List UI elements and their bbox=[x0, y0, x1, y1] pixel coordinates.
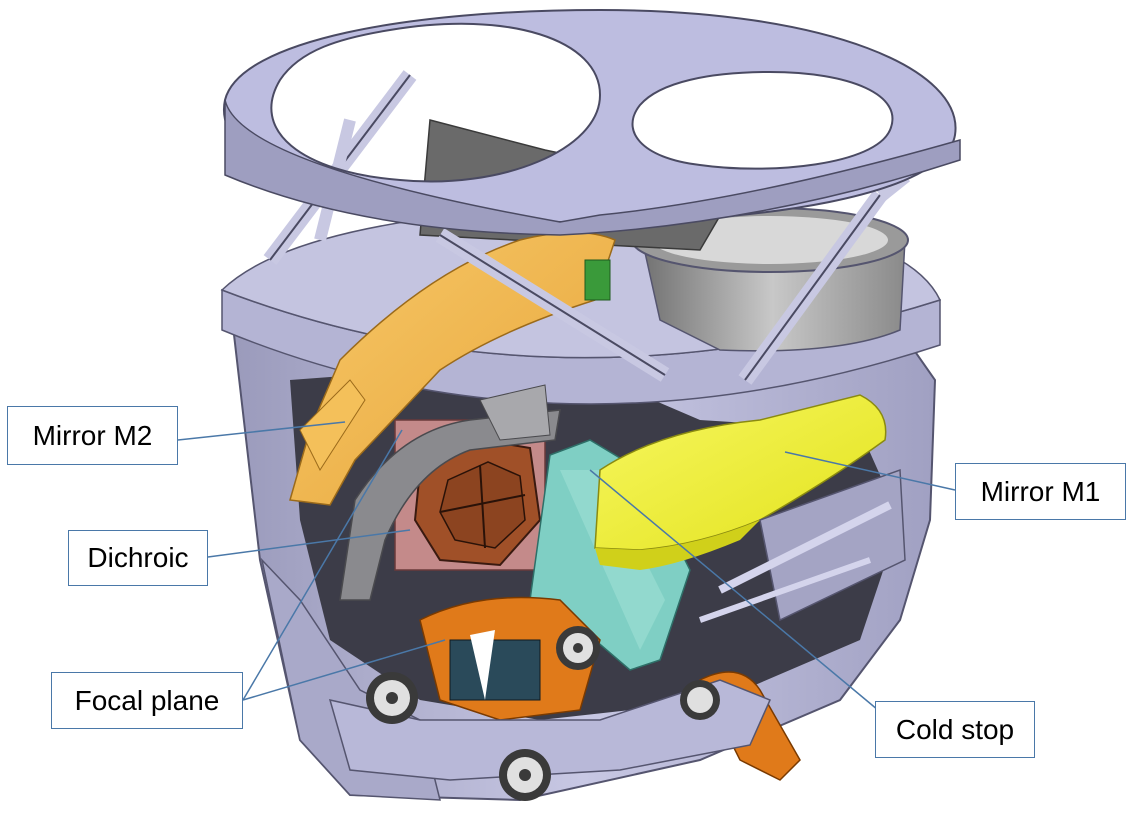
label-mirror-m2: Mirror M2 bbox=[7, 406, 178, 465]
right-mechanism bbox=[699, 468, 906, 623]
label-mirror-m1: Mirror M1 bbox=[955, 463, 1126, 520]
mirror-m1-shape bbox=[594, 394, 887, 551]
base-plate bbox=[328, 679, 772, 781]
dichroic-mount bbox=[339, 409, 561, 601]
leader-mirror-m2 bbox=[177, 421, 346, 441]
top-ring bbox=[222, 8, 961, 236]
struts bbox=[263, 70, 910, 385]
wheels bbox=[366, 626, 720, 801]
leader-mirror-m1 bbox=[784, 451, 956, 491]
label-cold-stop: Cold stop bbox=[875, 701, 1035, 758]
label-focal-plane: Focal plane bbox=[51, 672, 243, 729]
label-dichroic: Dichroic bbox=[68, 530, 208, 586]
leader-focal-plane-1 bbox=[242, 639, 446, 701]
leader-lines bbox=[177, 421, 956, 711]
leader-dichroic bbox=[207, 529, 411, 558]
leader-focal-plane-2 bbox=[242, 429, 403, 701]
leader-cold-stop bbox=[589, 469, 879, 711]
